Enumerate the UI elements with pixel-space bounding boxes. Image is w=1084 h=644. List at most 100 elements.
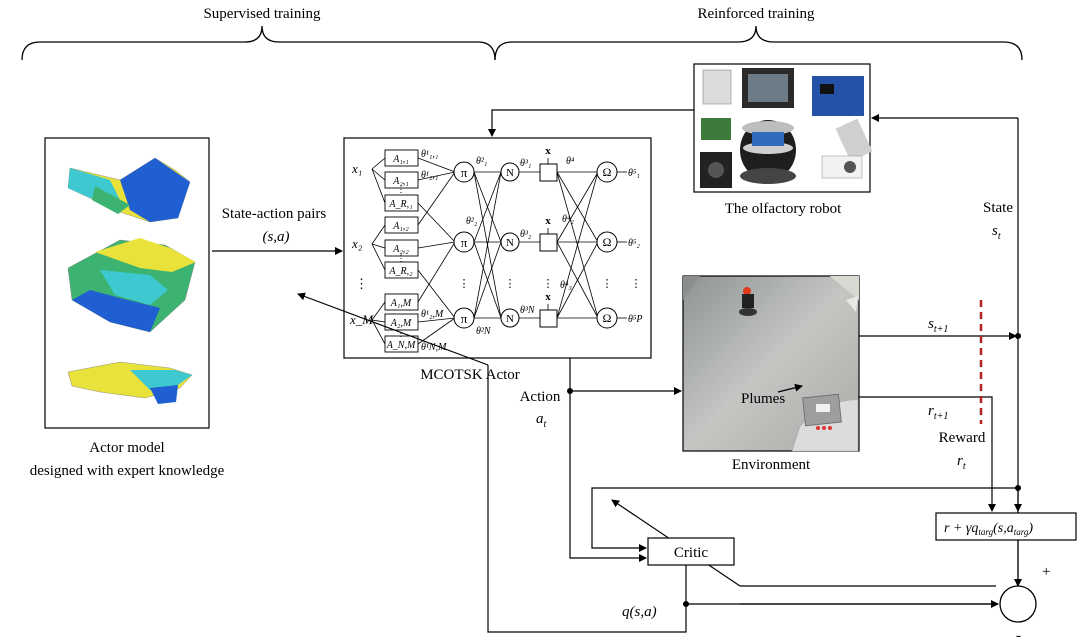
mf-label: A₁,₁ [392,154,409,165]
action-symbol: at [536,411,547,430]
pi-node-1: π [453,161,475,183]
mf-box [384,313,419,331]
expert-surface-3 [67,361,193,404]
reinforced-brace [494,25,1023,61]
pi-symbol: π [461,165,468,180]
column-dots: ⋮ [543,278,554,290]
mf-label: A₁,₂ [392,221,409,232]
junction-dot [1015,333,1021,339]
theta2-label: θ²₂ [466,216,478,227]
mf-group-m: A₁,M A₂,M A_N,M [384,293,419,353]
theta4-label: θ⁴ [566,156,575,167]
mf-box [384,239,419,257]
mf-label: A_N,M [386,340,416,351]
mf-box [384,335,419,353]
mf-label: A_R,₁ [388,199,412,210]
theta4-label: θ⁴₂ [562,214,574,225]
pi-symbol: π [461,235,468,250]
supervised-brace [21,25,496,61]
mf-label: A₂,₁ [392,176,409,187]
mcotsk-actor-caption: MCOTSK Actor [420,367,520,383]
mf-box [384,149,419,167]
actor-network [371,157,627,345]
omega-symbol: Ω [603,311,612,325]
reinforced-training-label: Reinforced training [697,6,815,22]
action-label: Action [520,389,561,405]
x-mult-label: x [545,291,551,303]
multiplier-1: x [539,145,558,182]
theta3-label: θ³N [520,305,536,316]
column-dots: ⋮ [505,278,516,290]
summing-junction [999,585,1037,623]
pi-node-n: π [453,307,475,329]
mf-label: A_R,₂ [388,266,413,277]
omega-node-2: Ω [596,231,618,253]
omega-node-1: Ω [596,161,618,183]
actor-model-caption-1: Actor model [89,440,164,456]
flow-lines [297,109,1022,633]
n-symbol: N [506,167,514,179]
minus-sign: - [1016,628,1021,644]
theta1-label: θ¹₂,M [421,309,444,320]
pi-node-2: π [453,231,475,253]
mf-box [384,216,419,234]
omega-symbol: Ω [603,235,612,249]
theta4-label: θ⁴₃ [560,280,572,291]
expert-surface-2 [67,238,196,333]
actor-adapt-arrow [297,292,489,366]
junction-dot [683,601,689,607]
mf-dots: ⋮ [397,253,406,263]
multiplier-2: x [539,215,558,252]
state-symbol: st [992,223,1001,242]
n-symbol: N [506,237,514,249]
n-node-n: N [500,308,520,328]
theta5-label: θ⁵P [628,314,643,325]
column-dots: ⋮ [459,278,470,290]
mf-label: A₂,M [390,318,412,329]
theta1-label: θ¹₁,₁ [421,149,438,160]
n-node-1: N [500,162,520,182]
theta3-label: θ³₁ [520,158,531,169]
theta3-label: θ³₂ [520,229,532,240]
column-dots: ⋮ [602,278,613,290]
theta1-label: θ¹N,M [421,342,447,353]
target-formula: r + γqtarg(s,atarg) [944,521,1033,537]
theta1-label: θ¹₂,₁ [421,170,438,181]
critic-label: Critic [674,545,709,561]
robot-to-actor-line [488,109,694,137]
x-mult-label: x [545,215,551,227]
mf-group-2: A₁,₂ A₂,₂ A_R,₂ [384,216,419,279]
theta2-label: θ²₁ [476,156,487,167]
supervised-training-label: Supervised training [203,6,321,22]
critic-box [647,537,735,566]
environment-photo [682,275,860,452]
reward-to-target-arrow [859,396,996,512]
omega-symbol: Ω [603,165,612,179]
actor-model-caption-2: designed with expert knowledge [30,463,225,479]
mf-dots: ⋮ [397,184,406,194]
state-to-critic-line [591,487,1018,552]
robot-caption: The olfactory robot [725,201,842,217]
input-x1: x₁ [351,161,362,176]
plumes-label: Plumes [741,391,785,407]
junction-dot [567,388,573,394]
input-dots: ⋮ [355,276,368,291]
reward-label: Reward [939,430,986,446]
n-node-2: N [500,232,520,252]
action-to-critic-line [569,358,647,562]
mf-label: A₁,M [390,298,412,309]
input-x2: x₂ [351,236,363,251]
mf-group-1: A₁,₁ A₂,₁ A_R,₁ [384,149,419,212]
expert-surface-1 [67,157,191,223]
olfactory-robot-photo [693,63,873,193]
n-symbol: N [506,313,514,325]
omega-node-p: Ω [596,307,618,329]
plumes-arrow [777,383,803,393]
mf-box [384,171,419,189]
target-box [935,512,1077,541]
mf-box [384,194,419,212]
column-dots: ⋮ [631,278,642,290]
theta5-label: θ⁵₂ [628,238,640,249]
